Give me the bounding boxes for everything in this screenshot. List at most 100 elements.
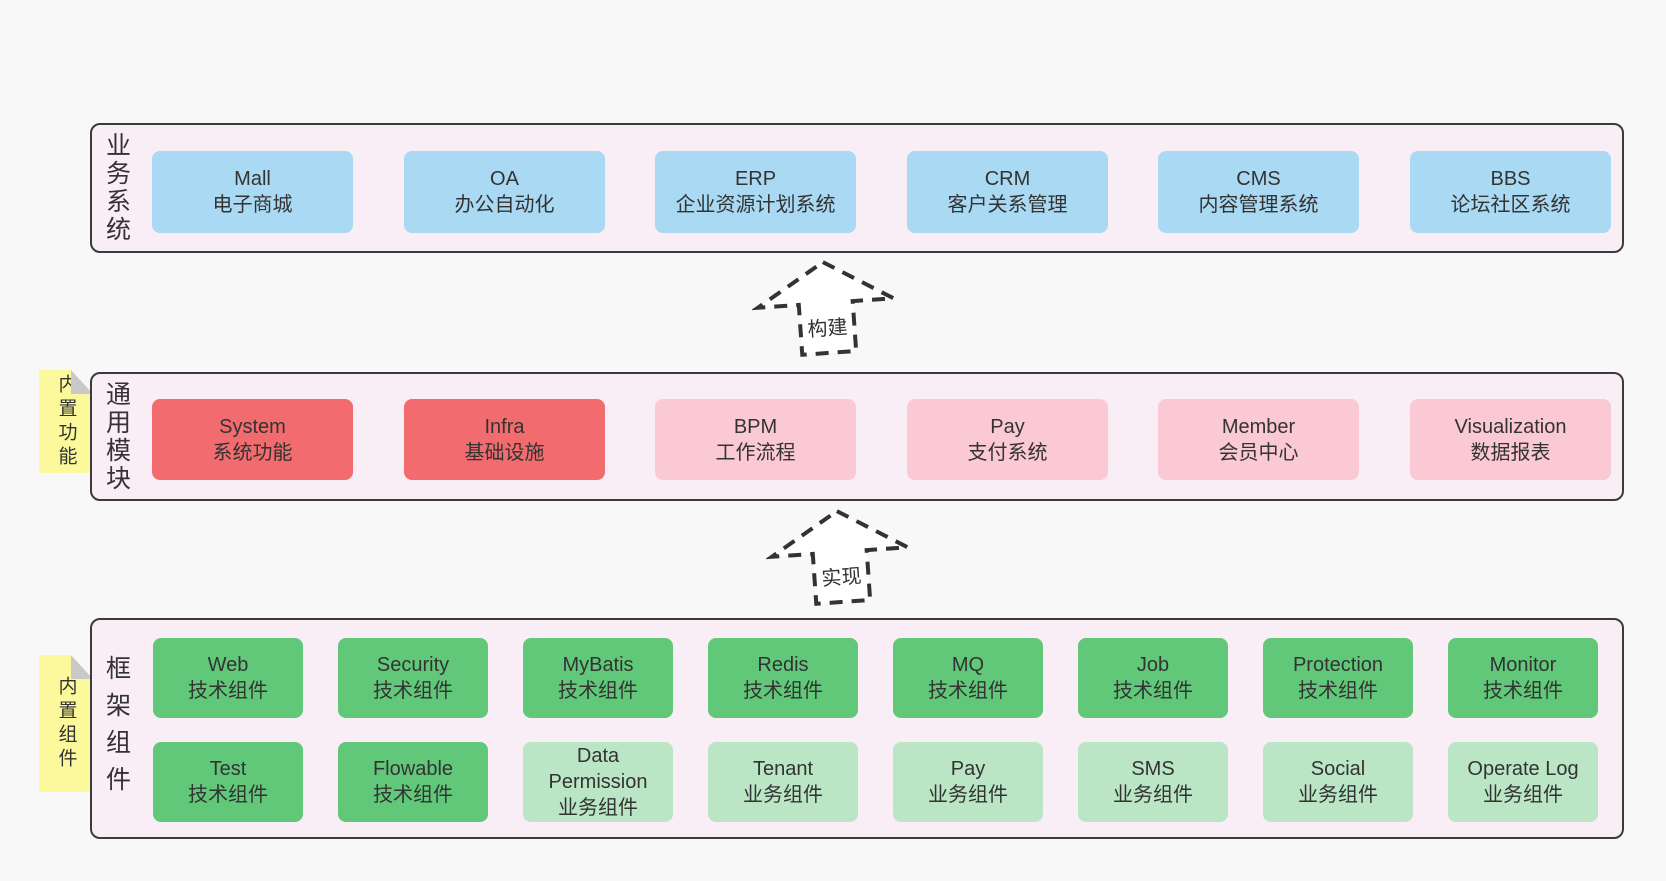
box-subtitle: 技术组件 [1298, 680, 1378, 702]
box-security: Security 技术组件 [338, 638, 488, 718]
box-pay: Pay 支付系统 [907, 399, 1108, 480]
box-subtitle: 内容管理系统 [1198, 194, 1319, 216]
sticky-note-label: 内置组件 [55, 675, 77, 772]
box-title: Tenant [752, 758, 814, 780]
box-title: BPM [733, 415, 778, 438]
box-subtitle: 技术组件 [373, 680, 453, 702]
box-subtitle: 业务组件 [1298, 784, 1378, 806]
box-subtitle: 技术组件 [1483, 680, 1563, 702]
box-subtitle: 客户关系管理 [947, 194, 1068, 216]
box-subtitle: 会员中心 [1218, 441, 1299, 464]
box-subtitle: 技术组件 [558, 680, 638, 702]
box-bbs: BBS 论坛社区系统 [1410, 151, 1611, 233]
sticky-note-builtin-features: 内置功能 [39, 370, 93, 473]
box-cms: CMS 内容管理系统 [1158, 151, 1359, 233]
panel-common-modules: 通用模块 System 系统功能 Infra 基础设施 BPM 工作流程 Pay… [90, 372, 1624, 501]
box-flowable: Flowable 技术组件 [338, 742, 488, 822]
box-title: OA [490, 168, 519, 190]
box-pay-biz: Pay 业务组件 [893, 742, 1043, 822]
box-title: Protection [1292, 654, 1384, 676]
panel-title: 业务系统 [102, 132, 131, 244]
box-title: Redis [757, 654, 809, 676]
box-title: Data Permission [548, 745, 648, 793]
box-title: Operate Log [1467, 758, 1579, 780]
box-job: Job 技术组件 [1078, 638, 1228, 718]
box-infra: Infra 基础设施 [404, 399, 605, 480]
box-visualization: Visualization 数据报表 [1410, 399, 1611, 480]
up-arrow-icon [750, 259, 901, 357]
box-data-permission: Data Permission 业务组件 [523, 742, 673, 822]
box-mq: MQ 技术组件 [893, 638, 1043, 718]
sticky-note-builtin-components: 内置组件 [39, 655, 93, 792]
box-subtitle: 技术组件 [188, 784, 268, 806]
box-title: ERP [734, 168, 777, 190]
box-subtitle: 业务组件 [558, 797, 638, 819]
box-subtitle: 业务组件 [928, 784, 1008, 806]
box-subtitle: 电子商城 [212, 194, 293, 216]
box-title: Infra [484, 415, 525, 438]
build-arrow: 构建 [749, 251, 904, 363]
box-test: Test 技术组件 [153, 742, 303, 822]
box-crm: CRM 客户关系管理 [907, 151, 1108, 233]
box-sms: SMS 业务组件 [1078, 742, 1228, 822]
box-tenant: Tenant 业务组件 [708, 742, 858, 822]
box-title: Pay [950, 758, 986, 780]
box-title: BBS [1490, 168, 1531, 190]
box-title: Member [1221, 415, 1296, 438]
box-subtitle: 企业资源计划系统 [675, 194, 836, 216]
box-erp: ERP 企业资源计划系统 [655, 151, 856, 233]
box-title: MQ [951, 654, 985, 676]
box-title: System [219, 415, 286, 438]
box-subtitle: 技术组件 [928, 680, 1008, 702]
sticky-note-label: 内置功能 [55, 373, 77, 470]
box-subtitle: 系统功能 [212, 441, 293, 464]
box-oa: OA 办公自动化 [404, 151, 605, 233]
panel-title: 通用模块 [102, 380, 131, 493]
box-subtitle: 工作流程 [715, 441, 796, 464]
box-row: System 系统功能 Infra 基础设施 BPM 工作流程 Pay 支付系统… [92, 399, 1622, 480]
panel-title: 框架组件 [102, 654, 131, 803]
box-title: Monitor [1489, 654, 1557, 676]
box-title: Flowable [372, 758, 454, 780]
box-title: Visualization [1454, 415, 1567, 438]
box-subtitle: 技术组件 [188, 680, 268, 702]
box-subtitle: 论坛社区系统 [1450, 194, 1571, 216]
box-subtitle: 数据报表 [1470, 441, 1551, 464]
implement-arrow: 实现 [763, 500, 918, 612]
box-subtitle: 支付系统 [967, 441, 1048, 464]
box-title: SMS [1131, 758, 1175, 780]
box-redis: Redis 技术组件 [708, 638, 858, 718]
box-subtitle: 基础设施 [464, 441, 545, 464]
box-web: Web 技术组件 [153, 638, 303, 718]
box-subtitle: 技术组件 [373, 784, 453, 806]
panel-business-systems: 业务系统 Mall 电子商城 OA 办公自动化 ERP 企业资源计划系统 CRM… [90, 123, 1624, 253]
box-protection: Protection 技术组件 [1263, 638, 1413, 718]
box-title: Job [1136, 654, 1170, 676]
box-title: Test [209, 758, 247, 780]
box-bpm: BPM 工作流程 [655, 399, 856, 480]
box-title: Pay [990, 415, 1025, 438]
box-mall: Mall 电子商城 [152, 151, 353, 233]
box-subtitle: 技术组件 [1113, 680, 1193, 702]
box-operate-log: Operate Log 业务组件 [1448, 742, 1598, 822]
panel-framework-components: 框架组件 Web 技术组件 Security 技术组件 MyBatis 技术组件… [90, 618, 1624, 839]
box-subtitle: 业务组件 [743, 784, 823, 806]
box-subtitle: 办公自动化 [454, 194, 555, 216]
box-title: CRM [984, 168, 1031, 190]
box-system: System 系统功能 [152, 399, 353, 480]
box-title: Security [376, 654, 450, 676]
box-social: Social 业务组件 [1263, 742, 1413, 822]
box-subtitle: 业务组件 [1483, 784, 1563, 806]
box-monitor: Monitor 技术组件 [1448, 638, 1598, 718]
up-arrow-icon [764, 508, 915, 606]
box-member: Member 会员中心 [1158, 399, 1359, 480]
box-title: Mall [234, 168, 271, 190]
box-row: Test 技术组件 Flowable 技术组件 Data Permission … [92, 742, 1622, 822]
box-title: Social [1310, 758, 1366, 780]
box-subtitle: 技术组件 [743, 680, 823, 702]
box-title: Web [207, 654, 249, 676]
box-row: Mall 电子商城 OA 办公自动化 ERP 企业资源计划系统 CRM 客户关系… [92, 151, 1622, 233]
box-row: Web 技术组件 Security 技术组件 MyBatis 技术组件 Redi… [92, 638, 1622, 718]
box-title: CMS [1236, 168, 1281, 190]
